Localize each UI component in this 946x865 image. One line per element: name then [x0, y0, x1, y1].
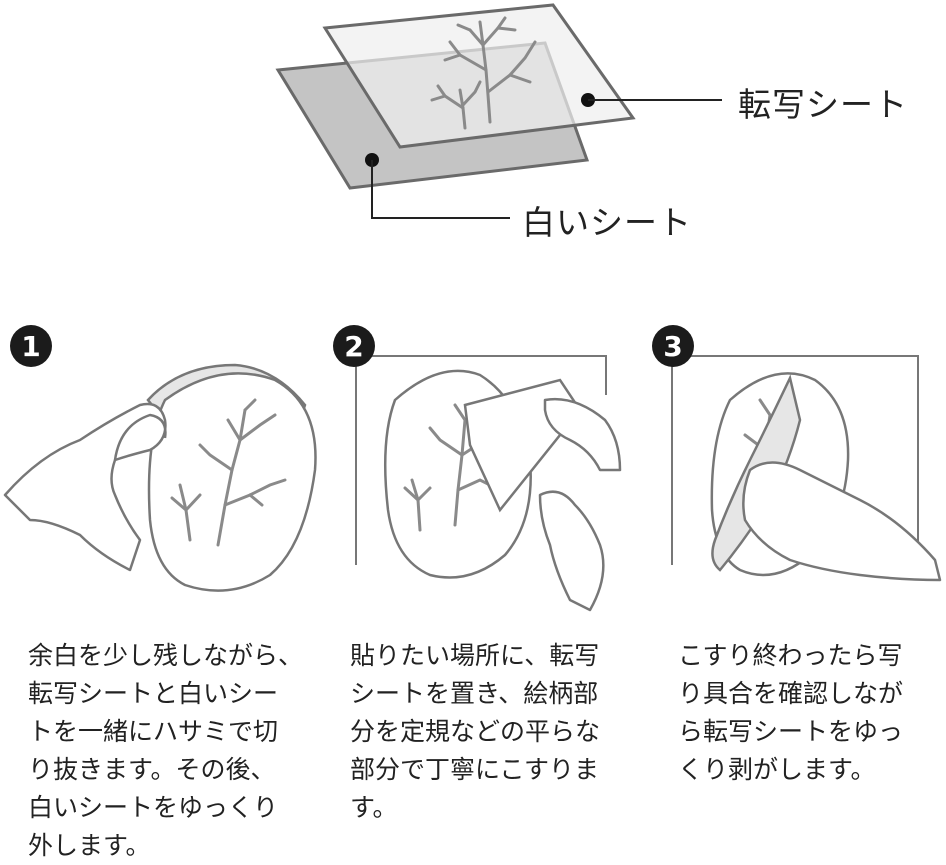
- hand-icon: [538, 398, 622, 612]
- step1-line: り抜きます。その後、: [28, 755, 276, 784]
- step2-line: 部分で丁寧にこすりま: [350, 755, 600, 784]
- step3-line: り具合を確認しなが: [678, 679, 904, 708]
- step2-description: 貼りたい場所に、転写 シートを置き、絵柄部 分を定規などの平らな 部分で丁寧にこ…: [350, 637, 600, 827]
- cut-sheet: [147, 372, 317, 592]
- step3-frame: [671, 355, 919, 565]
- step2-number-badge: 2: [333, 325, 375, 367]
- step1-description: 余白を少し残しながら、 転写シートと白いシー トを一緒にハサミで切 り抜きます。…: [28, 637, 303, 865]
- step3-line: ら転写シートをゆっ: [678, 717, 904, 746]
- step2-frame: [355, 355, 607, 565]
- tree-motif-icon: [430, 16, 537, 130]
- step3-description: こすり終わったら写 り具合を確認しなが ら転写シートをゆっ くり剥がします。: [678, 637, 903, 789]
- step2-illustration: [355, 355, 622, 612]
- step2-line: 貼りたい場所に、転写: [350, 641, 600, 670]
- step1-line: 白いシートをゆっくり: [28, 793, 279, 822]
- step2-line: シートを置き、絵柄部: [350, 679, 599, 708]
- transfer-sheet-label: 転写シート: [738, 85, 908, 124]
- step3-line: こすり終わったら写: [678, 641, 903, 670]
- step3-line: くり剥がします。: [678, 755, 876, 784]
- step1-line: 外します。: [28, 831, 151, 860]
- step3-illustration: [671, 355, 942, 582]
- tree-motif-icon: [170, 398, 287, 547]
- white-sheet-leader: [371, 160, 510, 219]
- white-sheet-label: 白いシート: [522, 203, 692, 242]
- sheets-illustration: [275, 3, 722, 219]
- step2-line: す。: [350, 793, 398, 822]
- hand-icon: [3, 402, 167, 572]
- step1-line: 転写シートと白いシー: [28, 679, 279, 708]
- step3-number-badge: 3: [652, 325, 694, 367]
- step1-number-badge: 1: [10, 325, 52, 367]
- step1-illustration: [3, 363, 317, 592]
- step1-line: 余白を少し残しながら、: [28, 641, 304, 670]
- transfer-sheet: [322, 3, 636, 149]
- step1-line: トを一緒にハサミで切: [28, 717, 279, 746]
- step2-line: 分を定規などの平らな: [350, 717, 601, 746]
- hand-icon: [742, 461, 942, 582]
